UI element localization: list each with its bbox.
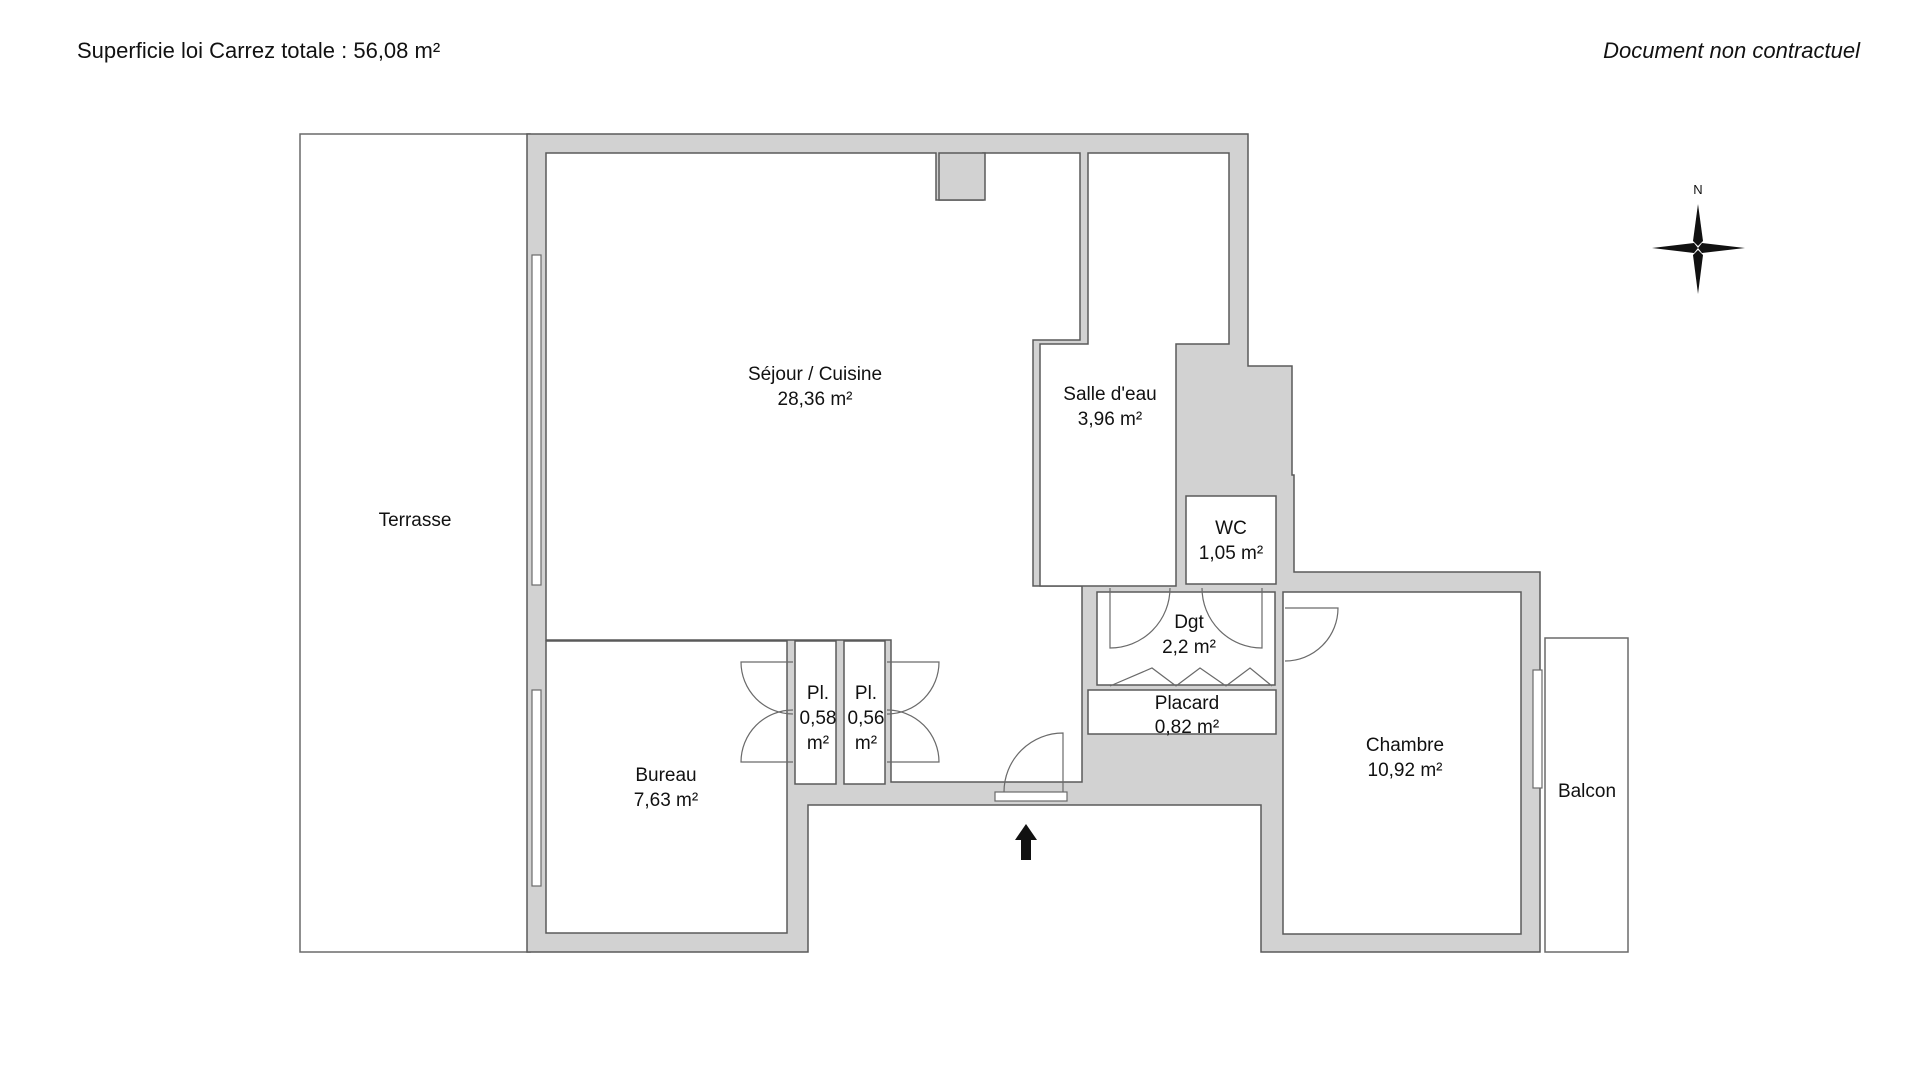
terrasse-label: Terrasse [379, 510, 452, 531]
balcon-label: Balcon [1558, 781, 1616, 802]
compass-rose-icon: N [1652, 182, 1745, 294]
room-chambre [1282, 591, 1522, 935]
pl-1-area-value: 0,58 [800, 708, 837, 729]
dgt-label: Dgt [1174, 612, 1204, 633]
pl-1-area-unit: m² [807, 733, 829, 754]
room-pl-1 [794, 640, 837, 785]
room-dgt [1096, 591, 1276, 686]
window-sejour [531, 254, 542, 586]
surface-total-text: Superficie loi Carrez totale : 56,08 m² [77, 38, 441, 63]
disclaimer-text: Document non contractuel [1603, 38, 1860, 63]
door-pl-2[interactable] [886, 661, 940, 763]
pl-1-label: Pl. [807, 683, 829, 704]
entrance-arrow-icon [1015, 824, 1037, 860]
window-chambre [1532, 669, 1543, 789]
balcon-area [1544, 637, 1629, 953]
pl-2-area-value: 0,56 [848, 708, 885, 729]
wc-label: WC [1215, 518, 1247, 539]
placard-area: 0,82 m² [1155, 717, 1219, 738]
door-entrance[interactable] [994, 732, 1068, 802]
placard-label: Placard [1155, 693, 1219, 714]
pl-2-label: Pl. [855, 683, 877, 704]
window-bureau [531, 689, 542, 887]
door-wc[interactable] [1201, 587, 1263, 649]
compass-north-label: N [1693, 182, 1702, 197]
door-pl-1[interactable] [740, 661, 794, 763]
door-salle-d-eau[interactable] [1109, 587, 1171, 649]
pl-2-area-unit: m² [855, 733, 877, 754]
wc-area: 1,05 m² [1199, 543, 1263, 564]
salle-d-eau-label: Salle d'eau [1063, 384, 1156, 405]
sejour-label: Séjour / Cuisine [748, 364, 882, 385]
terrasse-area [299, 133, 531, 953]
chambre-label: Chambre [1366, 735, 1444, 756]
room-pl-2 [843, 640, 886, 785]
chambre-area: 10,92 m² [1368, 760, 1443, 781]
dgt-area: 2,2 m² [1162, 637, 1216, 658]
bureau-label: Bureau [635, 765, 696, 786]
bureau-area: 7,63 m² [634, 790, 698, 811]
sejour-area: 28,36 m² [778, 389, 853, 410]
room-bureau [545, 640, 788, 934]
room-salle-d-eau [1039, 152, 1230, 587]
room-placard [1087, 689, 1277, 735]
salle-d-eau-area: 3,96 m² [1078, 409, 1142, 430]
chimney-column [938, 152, 986, 201]
door-placard[interactable] [1109, 667, 1273, 687]
door-chambre[interactable] [1284, 607, 1339, 662]
room-wc [1185, 495, 1277, 585]
